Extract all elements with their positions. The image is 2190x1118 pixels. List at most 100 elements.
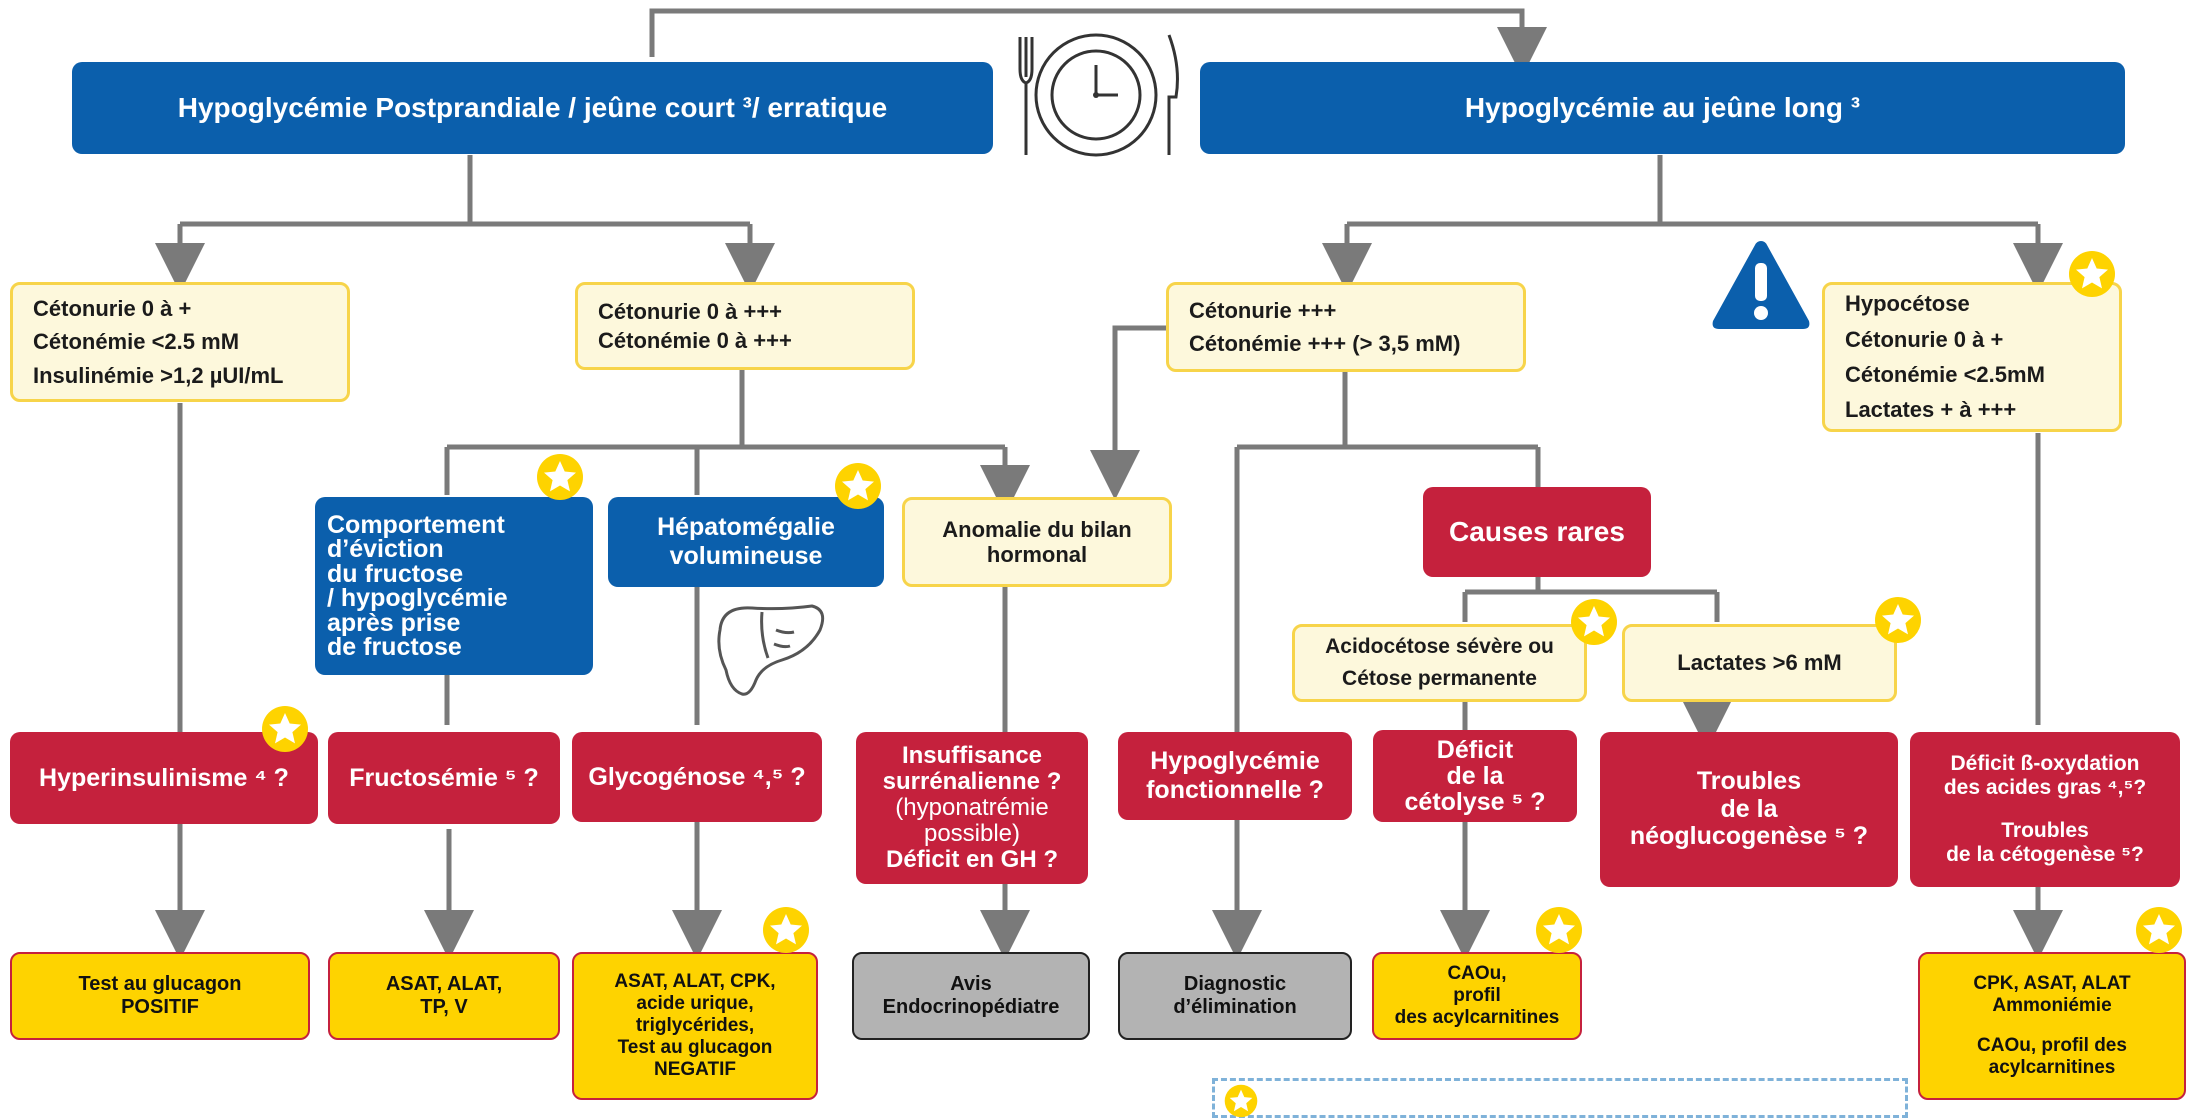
test-line: acylcarnitines: [1988, 1056, 2116, 1078]
criteria-line: Cétonurie 0 à +: [33, 296, 192, 322]
feature-fructose-avoidance: Comportement d’éviction du fructose / hy…: [315, 497, 593, 675]
feature-hepatomegaly: Hépatomégalie volumineuse: [608, 497, 884, 587]
test-line: acide urique,: [636, 993, 754, 1015]
test-line: Ammoniémie: [1992, 995, 2112, 1017]
test-caou-acylcarnitines: CAOu, profil des acylcarnitines: [1372, 952, 1582, 1040]
test-line: ASAT, ALAT, CPK,: [614, 971, 776, 993]
header-short-fasting: Hypoglycémie Postprandiale / jeûne court…: [72, 62, 993, 154]
star-icon: [537, 454, 583, 500]
test-line: d’élimination: [1173, 996, 1297, 1018]
feature-line: Hépatomégalie: [657, 513, 835, 542]
star-icon: [2136, 907, 2182, 953]
diagnosis-line: de la: [1720, 794, 1778, 823]
diagnosis-functional: Hypoglycémie fonctionnelle ?: [1118, 732, 1352, 820]
header-long-fasting: Hypoglycémie au jeûne long ³: [1200, 62, 2125, 154]
criteria-line: Cétonémie +++ (> 3,5 mM): [1189, 331, 1461, 356]
criteria-hypoketosis: Hypocétose Cétonurie 0 à + Cétonémie <2.…: [1822, 282, 2122, 432]
feature-line: du fructose: [327, 559, 464, 588]
diagnosis-label: Hyperinsulinisme ⁴ ?: [39, 763, 289, 792]
test-line: CAOu, profil des: [1977, 1035, 2127, 1056]
diagnosis-fructosemia: Fructosémie ⁵ ?: [328, 732, 560, 824]
legend-box: [1212, 1078, 1908, 1118]
diagnosis-hyperinsulinism: Hyperinsulinisme ⁴ ?: [10, 732, 318, 824]
feature-hormonal: Anomalie du bilan hormonal: [902, 497, 1172, 587]
diagnosis-glycogenosis: Glycogénose ⁴,⁵ ?: [572, 732, 822, 822]
header-long-fasting-label: Hypoglycémie au jeûne long ³: [1464, 91, 1861, 123]
test-elimination: Diagnostic d’élimination: [1118, 952, 1352, 1040]
star-icon: [1224, 1084, 1258, 1118]
criteria-line: Insulinémie >1,2 µUI/mL: [33, 362, 284, 388]
diagnosis-line: Déficit en GH ?: [885, 845, 1059, 873]
diagnosis-adrenal-gh: Insuffisance surrénalienne ? (hyponatrém…: [856, 732, 1088, 884]
diagnosis-line: de la: [1446, 761, 1504, 790]
criteria-ketonuria-variable: Cétonurie 0 à +++ Cétonémie 0 à +++: [575, 282, 915, 370]
diagnosis-line: Troubles: [1696, 767, 1802, 796]
feature-line: hormonal: [986, 542, 1088, 567]
diagnosis-line: Hypoglycémie: [1150, 747, 1320, 776]
feature-label: Causes rares: [1449, 515, 1625, 547]
diagnosis-label: Glycogénose ⁴,⁵ ?: [588, 762, 806, 791]
feature-line: après prise: [327, 608, 461, 637]
diagnosis-gluconeogenesis: Troubles de la néoglucogenèse ⁵ ?: [1600, 732, 1898, 887]
criteria-line: Cétonémie <2.5 mM: [33, 329, 240, 355]
criteria-line: Lactates + à +++: [1845, 397, 2017, 423]
feature-label: Lactates >6 mM: [1677, 650, 1842, 676]
star-icon: [1536, 907, 1582, 953]
diagnosis-line: (hyponatrémie: [895, 794, 1049, 822]
diagnosis-line: néoglucogenèse ⁵ ?: [1629, 822, 1869, 851]
criteria-line: Cétonémie 0 à +++: [598, 328, 792, 353]
diagnosis-line: surrénalienne ?: [882, 768, 1062, 796]
header-short-fasting-label: Hypoglycémie Postprandiale / jeûne court…: [177, 91, 888, 123]
test-line: CPK, ASAT, ALAT: [1973, 973, 2131, 995]
star-icon: [1875, 597, 1921, 643]
test-glycogenosis-panel: ASAT, ALAT, CPK, acide urique, triglycér…: [572, 952, 818, 1100]
warning-icon: [1712, 241, 1810, 329]
test-line: POSITIF: [121, 996, 199, 1018]
feature-line: de fructose: [327, 633, 462, 661]
feature-line: Comportement: [327, 510, 505, 539]
star-icon: [835, 463, 881, 509]
test-line: profil: [1453, 985, 1501, 1007]
feature-line: Cétose permanente: [1342, 667, 1537, 690]
feature-line: volumineuse: [669, 542, 823, 570]
criteria-line: Cétonurie 0 à +++: [598, 298, 783, 324]
diagnosis-line: Troubles: [2001, 818, 2089, 842]
criteria-line: Cétonurie +++: [1189, 297, 1337, 323]
test-endocrinologist: Avis Endocrinopédiatre: [852, 952, 1090, 1040]
test-line: ASAT, ALAT,: [385, 973, 503, 995]
clock-plate-icon: [1018, 33, 1179, 157]
test-glucagon-positive: Test au glucagon POSITIF: [10, 952, 310, 1040]
test-cpk-ammonia: CPK, ASAT, ALAT Ammoniémie CAOu, profil …: [1918, 952, 2186, 1100]
criteria-line: Cétonurie 0 à +: [1845, 326, 2004, 352]
feature-line: / hypoglycémie: [327, 584, 508, 612]
diagnosis-line: fonctionnelle ?: [1146, 776, 1324, 804]
diagnosis-line: des acides gras ⁴,⁵?: [1943, 776, 2147, 800]
diagnosis-line: possible): [923, 819, 1021, 847]
test-line: TP, V: [420, 996, 468, 1018]
diagnosis-line: Déficit ß-oxydation: [1950, 752, 2140, 776]
diagnosis-line: de la cétogenèse ⁵?: [1946, 842, 2144, 866]
star-icon: [1571, 599, 1617, 645]
feature-acidocetose: Acidocétose sévère ou Cétose permanente: [1292, 624, 1587, 702]
feature-lactates: Lactates >6 mM: [1622, 624, 1897, 702]
feature-line: d’éviction: [327, 535, 444, 563]
diagnosis-beta-oxidation: Déficit ß-oxydation des acides gras ⁴,⁵?…: [1910, 732, 2180, 887]
feature-line: Anomalie du bilan: [942, 516, 1132, 542]
diagnosis-line: Déficit: [1436, 735, 1514, 764]
star-icon: [2069, 251, 2115, 297]
test-asat-alat-tp: ASAT, ALAT, TP, V: [328, 952, 560, 1040]
test-line: Test au glucagon: [78, 973, 242, 995]
diagnosis-ketolysis: Déficit de la cétolyse ⁵ ?: [1373, 730, 1577, 822]
diagnosis-line: Insuffisance: [901, 742, 1043, 770]
test-line: triglycérides,: [635, 1015, 755, 1037]
test-line: NEGATIF: [654, 1058, 736, 1080]
feature-rare-causes: Causes rares: [1423, 487, 1651, 577]
test-line: Endocrinopédiatre: [882, 996, 1060, 1018]
criteria-line: Cétonémie <2.5mM: [1845, 362, 2045, 387]
criteria-hyperinsulinism: Cétonurie 0 à + Cétonémie <2.5 mM Insuli…: [10, 282, 350, 402]
star-icon: [763, 907, 809, 953]
test-line: Test au glucagon: [617, 1036, 773, 1058]
diagnosis-line: cétolyse ⁵ ?: [1404, 788, 1546, 817]
criteria-ketosis: Cétonurie +++ Cétonémie +++ (> 3,5 mM): [1166, 282, 1526, 372]
